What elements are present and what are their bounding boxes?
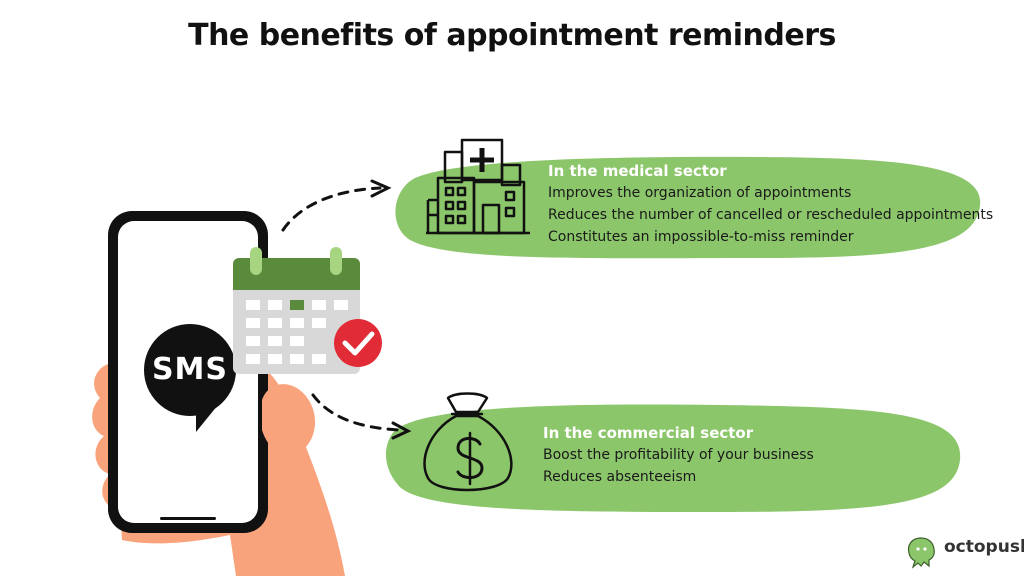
sms-bubble-icon bbox=[144, 324, 236, 432]
medical-item: Improves the organization of appointment… bbox=[548, 185, 852, 201]
hospital-icon bbox=[426, 138, 530, 235]
page-title: The benefits of appointment reminders bbox=[188, 18, 836, 53]
commercial-benefits: In the commercial sector Boost the profi… bbox=[543, 422, 814, 488]
commercial-heading: In the commercial sector bbox=[543, 424, 754, 442]
medical-item: Constitutes an impossible-to-miss remind… bbox=[548, 229, 854, 245]
sms-label: SMS bbox=[151, 352, 229, 387]
medical-heading: In the medical sector bbox=[548, 162, 727, 180]
check-icon bbox=[334, 319, 382, 367]
commercial-item: Boost the profitability of your business bbox=[543, 447, 814, 463]
commercial-item: Reduces absenteeism bbox=[543, 469, 697, 485]
thumb bbox=[262, 384, 316, 456]
arrow-to-medical bbox=[281, 179, 392, 232]
arrow-to-commercial bbox=[311, 393, 412, 440]
commercial-blob bbox=[385, 404, 961, 512]
octopus-logo-icon bbox=[907, 537, 935, 569]
calendar-icon bbox=[233, 247, 360, 374]
brand-name: octopush bbox=[944, 537, 1024, 557]
medical-blob bbox=[395, 156, 981, 259]
medical-item: Reduces the number of cancelled or resch… bbox=[548, 207, 994, 223]
money-bag-icon bbox=[423, 392, 513, 492]
medical-benefits: In the medical sector Improves the organ… bbox=[548, 160, 993, 248]
brand-logo: octopush bbox=[910, 537, 1024, 557]
